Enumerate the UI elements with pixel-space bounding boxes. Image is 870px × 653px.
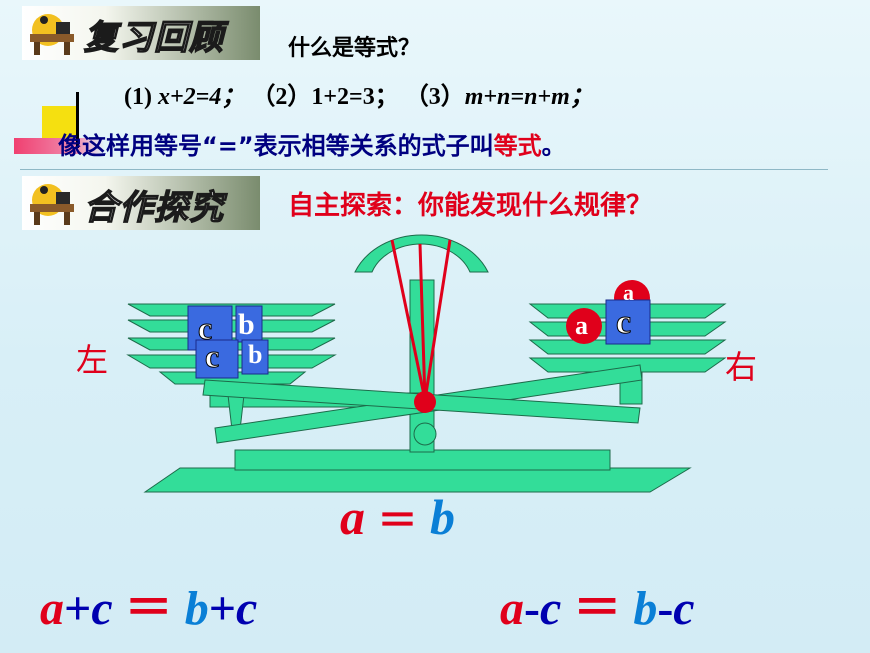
token-b-1-label: b [238,308,255,341]
right-pan-3 [528,339,727,355]
scale-base-foot [143,467,692,493]
right-side-label: 右 [725,348,758,386]
explore-banner: 合作探究 [22,176,260,230]
review-banner: 复习回顾 [22,6,260,60]
example-1: x+2=4； [157,84,246,110]
token-a-top-label: a [623,280,634,305]
eq-main-right: b [430,489,455,545]
scale-base [234,449,611,471]
definition-text: 像这样用等号“=”表示相等关系的式子叫等式。 [58,126,566,161]
equation-sub: a-c ＝ b-c [500,568,695,638]
token-b-2-label: b [248,340,263,369]
review-banner-title: 复习回顾 [83,17,224,58]
eq-main-equals: ＝ [377,498,418,543]
definition-after: 。 [541,132,566,160]
token-a-left-label: a [575,311,588,340]
examples-line: (1) x+2=4； （2）1+2=3； （3）m+n=n+m； [124,76,594,111]
pivot-dot [414,391,436,413]
definition-before: 像这样用等号“=”表示相等关系的式子叫 [58,132,494,160]
token-c-right [605,299,651,345]
example-2: 1+2=3； [311,84,399,110]
needle-right [423,239,452,401]
eq-sub-r1: b [633,582,658,635]
explore-banner-title: 合作探究 [83,187,224,228]
example-3: m+n=n+m； [464,84,594,110]
eq-add-r2: c [236,582,258,635]
example-2-label: （2） [251,84,312,110]
equation-main: a ＝ b [340,488,455,546]
token-c-2 [195,339,239,379]
token-b-1 [235,305,263,343]
explore-prompt: 自主探索：你能发现什么规律？ [288,191,653,221]
left-side-label: 左 [76,341,109,379]
question-text: 什么是等式？ [288,36,421,61]
right-pan-4 [528,357,727,373]
eq-add-l1: a [40,582,64,635]
eq-sub-equals: ＝ [573,582,622,635]
token-c-right-label: c [615,304,632,342]
token-c-2-label: c [204,338,220,375]
divider [20,169,828,170]
example-3-label: （3） [404,84,465,110]
eq-add-equals: ＝ [124,582,173,635]
eq-add-r1: b [184,582,209,635]
needle-left [390,239,427,401]
eq-add-l2: c [91,582,113,635]
eq-add-op2: + [208,582,237,635]
needle-center [418,243,427,401]
token-a-left [566,308,602,344]
eq-sub-op1: - [524,582,540,635]
black-accent-line [76,92,79,148]
eq-sub-r2: c [673,582,695,635]
eq-sub-l2: c [539,582,562,635]
desk-student-icon [30,184,74,225]
equation-add: a+c ＝ b+c [40,568,257,638]
eq-add-op1: + [64,582,92,635]
pink-accent [14,138,104,154]
example-1-label: (1) [124,84,152,110]
desk-student-icon [30,14,74,55]
token-b-2 [241,339,269,375]
eq-main-left: a [340,489,365,545]
eq-sub-op2: - [657,582,674,635]
eq-sub-l1: a [500,582,524,635]
token-c-1-label: c [197,310,213,347]
definition-highlight: 等式 [493,132,542,160]
